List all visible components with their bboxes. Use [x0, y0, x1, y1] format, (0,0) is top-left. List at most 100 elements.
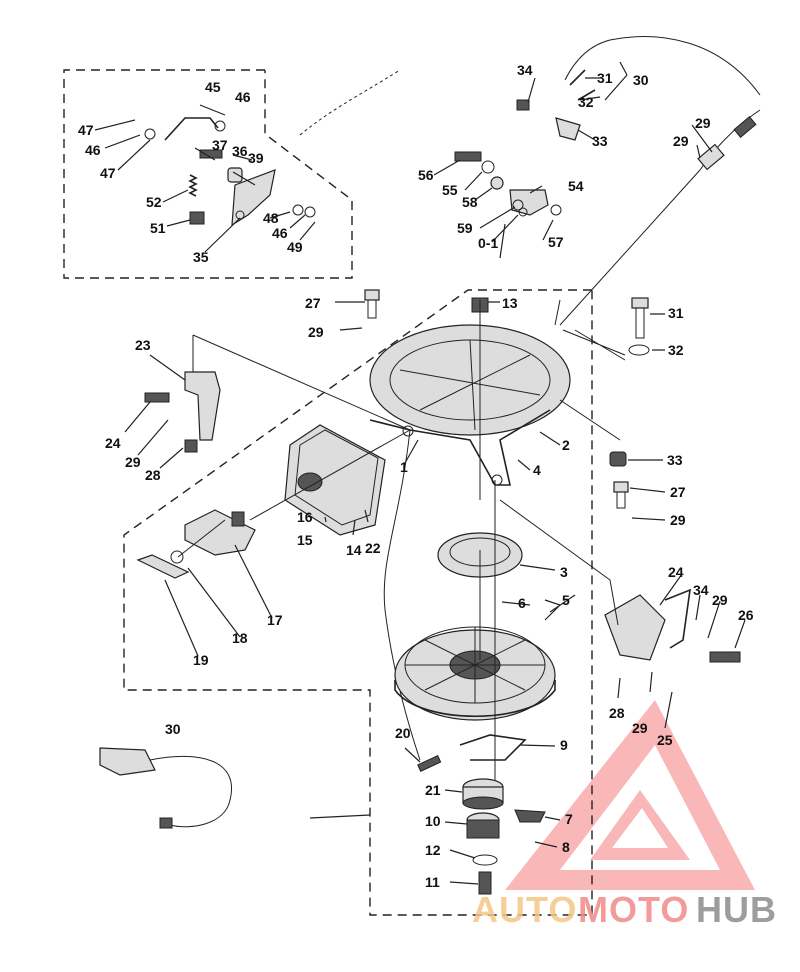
callout-3: 3 — [560, 564, 568, 580]
callout-37: 30 — [633, 72, 649, 88]
callout-48: 47 — [78, 122, 94, 138]
callout-32: 32 — [668, 342, 684, 358]
callout-33: 33 — [667, 452, 683, 468]
cup-21 — [462, 778, 504, 810]
callout-38: 31 — [597, 70, 613, 86]
cup-10 — [466, 812, 500, 839]
washers-46-47 — [144, 120, 316, 218]
starter-housing — [369, 324, 571, 486]
bushing-53-56 — [481, 160, 504, 190]
pawl-7 — [514, 809, 546, 823]
cable-end-fitting — [697, 116, 757, 171]
bracket-23 — [184, 371, 221, 441]
handle-insert-19 — [136, 554, 190, 579]
starter-handle — [184, 509, 256, 556]
callout-31: 31 — [668, 305, 684, 321]
group-box-linkage — [63, 69, 353, 279]
callout-46: 46 — [235, 89, 251, 105]
callout-29: 29 — [308, 324, 324, 340]
callout-29d: 29 — [712, 592, 728, 608]
callout-53: 55 — [442, 182, 458, 198]
callout-42: 35 — [193, 249, 209, 265]
callout-21: 21 — [425, 782, 441, 798]
callout-36: 29 — [695, 115, 711, 131]
callout-27: 27 — [305, 295, 321, 311]
callout-28b: 28 — [609, 705, 625, 721]
starter-rope — [249, 429, 421, 761]
callout-28: 28 — [145, 467, 161, 483]
callout-29b: 29 — [125, 454, 141, 470]
callout-47: 47 — [100, 165, 116, 181]
washers-57-58-59 — [512, 199, 562, 217]
callout-6: 6 — [518, 595, 526, 611]
callout-4: 4 — [533, 462, 541, 478]
pawl-spring-9 — [459, 734, 527, 761]
callout-34: 34 — [693, 582, 709, 598]
leader-lines — [94, 61, 746, 885]
callout-52: 54 — [568, 178, 584, 194]
callout-44: 37 — [212, 137, 228, 153]
callout-16: 16 — [297, 509, 313, 525]
callout-14: 14 — [346, 542, 362, 558]
callout-25: 24 — [105, 435, 121, 451]
nut-28-left — [184, 439, 198, 453]
callout-1: 1 — [400, 459, 408, 475]
callout-56: 58 — [462, 194, 478, 210]
callout-19: 19 — [193, 652, 209, 668]
callout-45: 39 — [248, 150, 264, 166]
callout-39: 32 — [578, 94, 594, 110]
watermark-hub: HUB — [696, 889, 777, 930]
callout-11: 11 — [425, 874, 440, 890]
callout-51: 45 — [205, 79, 221, 95]
spring-50 — [188, 174, 198, 197]
link-rod-51 — [164, 117, 219, 141]
callout-8: 8 — [562, 839, 570, 855]
rope-anchor-18 — [170, 550, 184, 564]
washer-12 — [472, 854, 498, 866]
callout-15: 15 — [297, 532, 313, 548]
callout-35: 29 — [673, 133, 689, 149]
screw-27-top — [364, 289, 380, 319]
pin-38-39 — [569, 69, 596, 101]
callout-58: 0-1 — [478, 235, 498, 251]
callout-29c: 29 — [670, 512, 686, 528]
watermark-logo — [505, 700, 755, 890]
callout-50: 52 — [146, 194, 162, 210]
assembly-lines — [177, 299, 626, 780]
bellcrank-42 — [231, 169, 276, 227]
callout-57: 59 — [457, 220, 473, 236]
watermark-auto: AUTO — [472, 889, 577, 930]
callout-48b: 49 — [287, 239, 303, 255]
bracket-52 — [509, 189, 549, 216]
callout-46b: 46 — [85, 142, 101, 158]
watermark-text: AUTO MOTO HUB — [472, 889, 777, 930]
callout-5: 5 — [562, 592, 570, 608]
callout-7: 7 — [565, 811, 573, 827]
screw-26 — [709, 651, 741, 663]
watermark-moto: MOTO — [578, 889, 689, 930]
callout-12: 12 — [425, 842, 441, 858]
screw-27-right — [613, 481, 629, 509]
washer-32 — [628, 344, 650, 356]
callout-25b: 25 — [657, 732, 673, 748]
screw-31 — [631, 297, 649, 339]
callout-41: 34 — [517, 62, 533, 78]
control-cable — [559, 36, 761, 326]
cable-wire-top — [299, 69, 401, 136]
callout-18: 18 — [232, 630, 248, 646]
callout-13: 13 — [502, 295, 518, 311]
bracket-24 — [604, 594, 666, 661]
callout-47b: 48 — [263, 210, 279, 226]
bushing-43 — [227, 167, 243, 183]
pin-20 — [417, 754, 442, 772]
callout-49: 51 — [150, 220, 166, 236]
callout-10: 10 — [425, 813, 441, 829]
callout-9: 9 — [560, 737, 568, 753]
handle-30 — [99, 747, 232, 829]
clip-40 — [555, 117, 581, 141]
callout-20: 20 — [395, 725, 411, 741]
screw-25-left — [144, 392, 170, 403]
screw-41 — [516, 99, 530, 111]
callout-2: 2 — [562, 437, 570, 453]
